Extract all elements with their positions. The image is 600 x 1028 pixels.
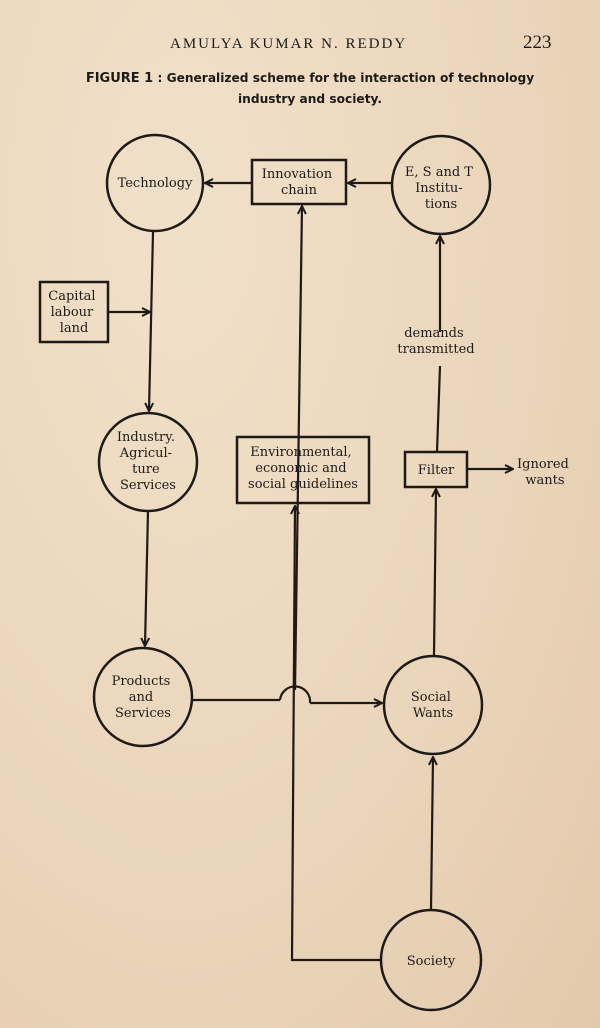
arrow-social-wants-to-filter bbox=[434, 489, 436, 656]
filter-label: Filter bbox=[418, 463, 455, 478]
page-number: 223 bbox=[523, 32, 552, 53]
arrow-to-innovation-chain bbox=[293, 206, 302, 691]
social-wants-label: Social Wants bbox=[411, 690, 455, 721]
arrow-products-to-social-wants bbox=[192, 700, 382, 703]
social-wants-node bbox=[382, 654, 484, 756]
ignored-wants-label: Ignored wants bbox=[517, 457, 573, 488]
products-services-label: Products and Services bbox=[112, 674, 175, 721]
figure-caption: FIGURE 1 : Generalized scheme for the in… bbox=[60, 68, 560, 109]
demands-transmitted-label: demands transmitted bbox=[397, 326, 474, 357]
arrow-society-to-guidelines bbox=[292, 506, 381, 962]
figure-caption-line-1: Generalized scheme for the interaction o… bbox=[166, 71, 535, 85]
figure-label: FIGURE 1 bbox=[85, 71, 154, 86]
arrow-filter-to-institutions bbox=[437, 236, 440, 453]
society-label: Society bbox=[407, 954, 456, 969]
est-institutions-label: E, S and T Institu- tions bbox=[405, 165, 477, 212]
page-header: AMULYA KUMAR N. REDDY 223 bbox=[0, 32, 600, 58]
guidelines-label: Environmental, economic and social guide… bbox=[248, 445, 358, 492]
arrow-industry-to-products bbox=[145, 510, 148, 646]
capital-labour-land-label: Capital labour land bbox=[48, 289, 99, 336]
running-head: AMULYA KUMAR N. REDDY bbox=[170, 36, 408, 52]
innovation-chain-label: Innovation chain bbox=[262, 167, 337, 198]
industry-label: Industry. Agricul- ture Services bbox=[117, 430, 179, 493]
guidelines-node bbox=[235, 435, 371, 505]
arrow-technology-to-industry bbox=[149, 231, 155, 411]
line-crossover-hop bbox=[278, 685, 312, 704]
figure-caption-line-2: industry and society. bbox=[238, 92, 382, 106]
technology-label: Technology bbox=[118, 176, 194, 191]
figure-separator: : bbox=[157, 71, 163, 85]
arrow-society-to-social-wants bbox=[431, 757, 433, 911]
products-services-node bbox=[92, 646, 194, 748]
technology-node bbox=[105, 133, 205, 233]
